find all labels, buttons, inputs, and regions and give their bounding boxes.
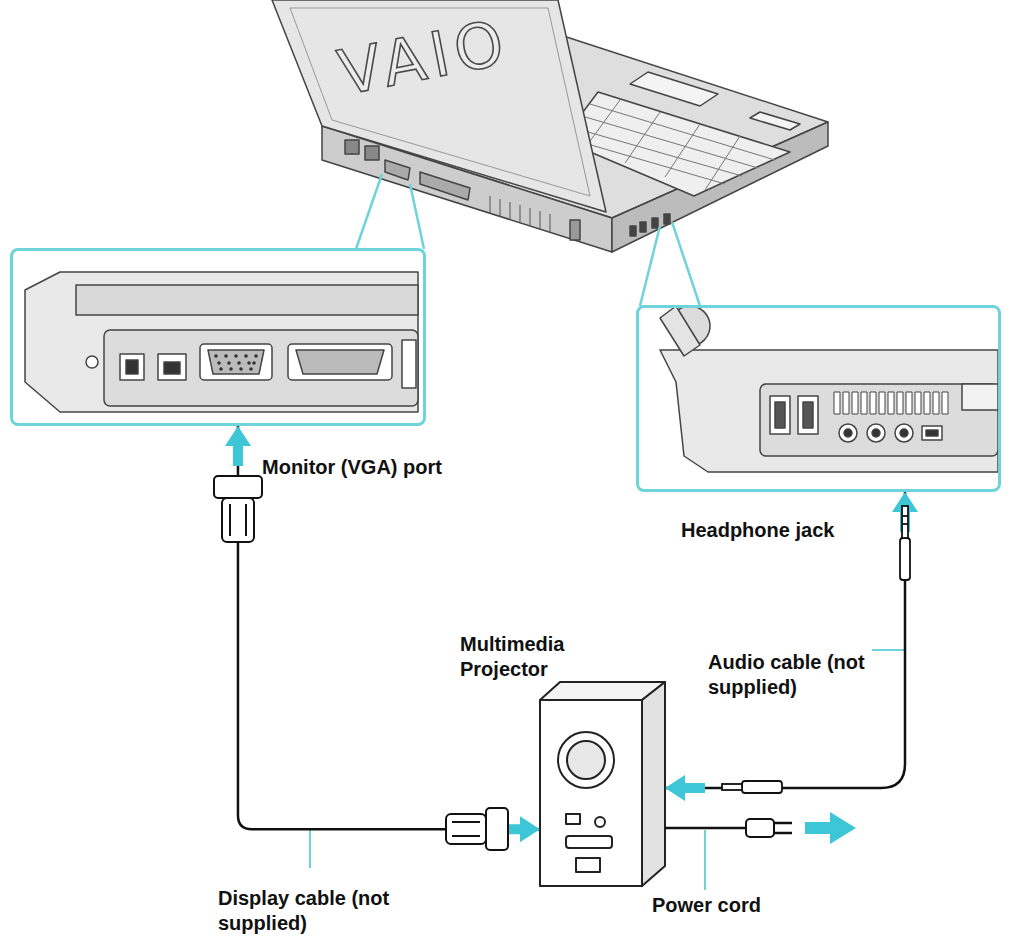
side-panel-drawing	[660, 306, 998, 472]
node-label: Headphone jack	[681, 518, 834, 543]
node-label: Multimedia Projector	[460, 632, 610, 682]
projector-drawing	[540, 682, 665, 886]
laptop: VAIO	[265, 0, 830, 255]
brand-logo: VAIO	[333, 7, 515, 109]
node-label: Monitor (VGA) port	[262, 455, 442, 480]
vga-plug	[446, 808, 508, 850]
audio-plug	[900, 506, 910, 580]
leader-ticks	[310, 650, 905, 868]
part-label: Power cord	[652, 893, 761, 918]
port-panel-drawing	[25, 272, 418, 412]
cable-label: Display cable (not supplied)	[218, 886, 394, 936]
projector: Multimedia Projector	[540, 690, 665, 886]
audio-plug	[722, 781, 782, 793]
laptop-drawing	[272, 0, 828, 252]
audio-cable	[665, 492, 905, 788]
cable-label: Audio cable (not supplied)	[708, 650, 876, 700]
vga-plug	[214, 476, 262, 542]
zoom-panel: Headphone jack	[636, 305, 1001, 492]
power-cord-drawing	[665, 812, 856, 890]
zoom-panel: Monitor (VGA) port	[10, 248, 426, 426]
display-cable	[238, 426, 540, 829]
